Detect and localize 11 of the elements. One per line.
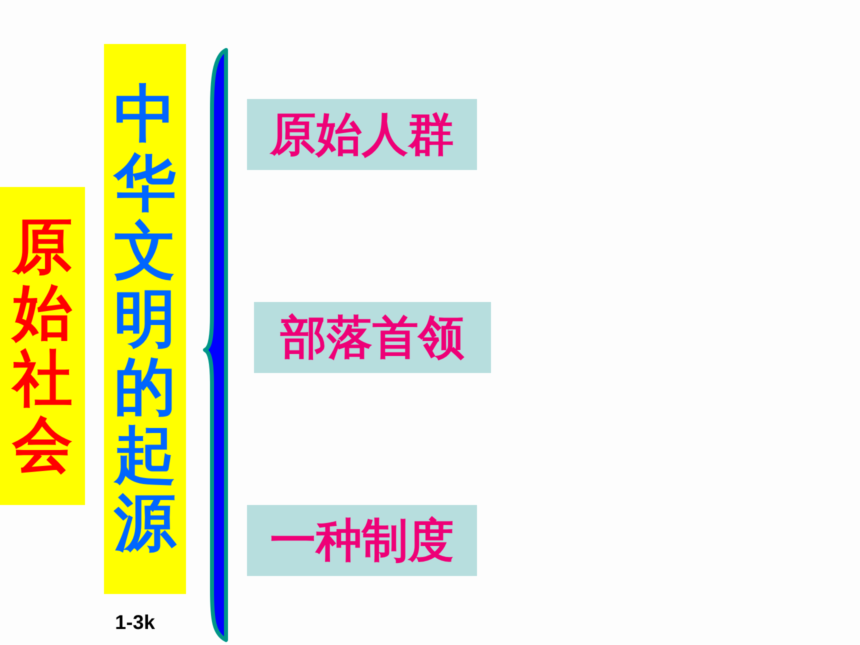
topic-box — [247, 505, 477, 576]
topic-text: 部落首领 — [280, 308, 464, 366]
vertical-heading: 原始社会 — [12, 214, 72, 478]
topic-panel — [104, 44, 186, 594]
topic-box — [254, 302, 491, 373]
topic-text: 原始人群 — [270, 106, 454, 162]
title-panel — [0, 187, 85, 505]
topic-text: 一种制度 — [270, 512, 454, 568]
topic-box — [247, 99, 477, 170]
page-note: 1-3k — [115, 612, 156, 635]
vertical-heading: 中华文明的起源 — [114, 80, 176, 558]
